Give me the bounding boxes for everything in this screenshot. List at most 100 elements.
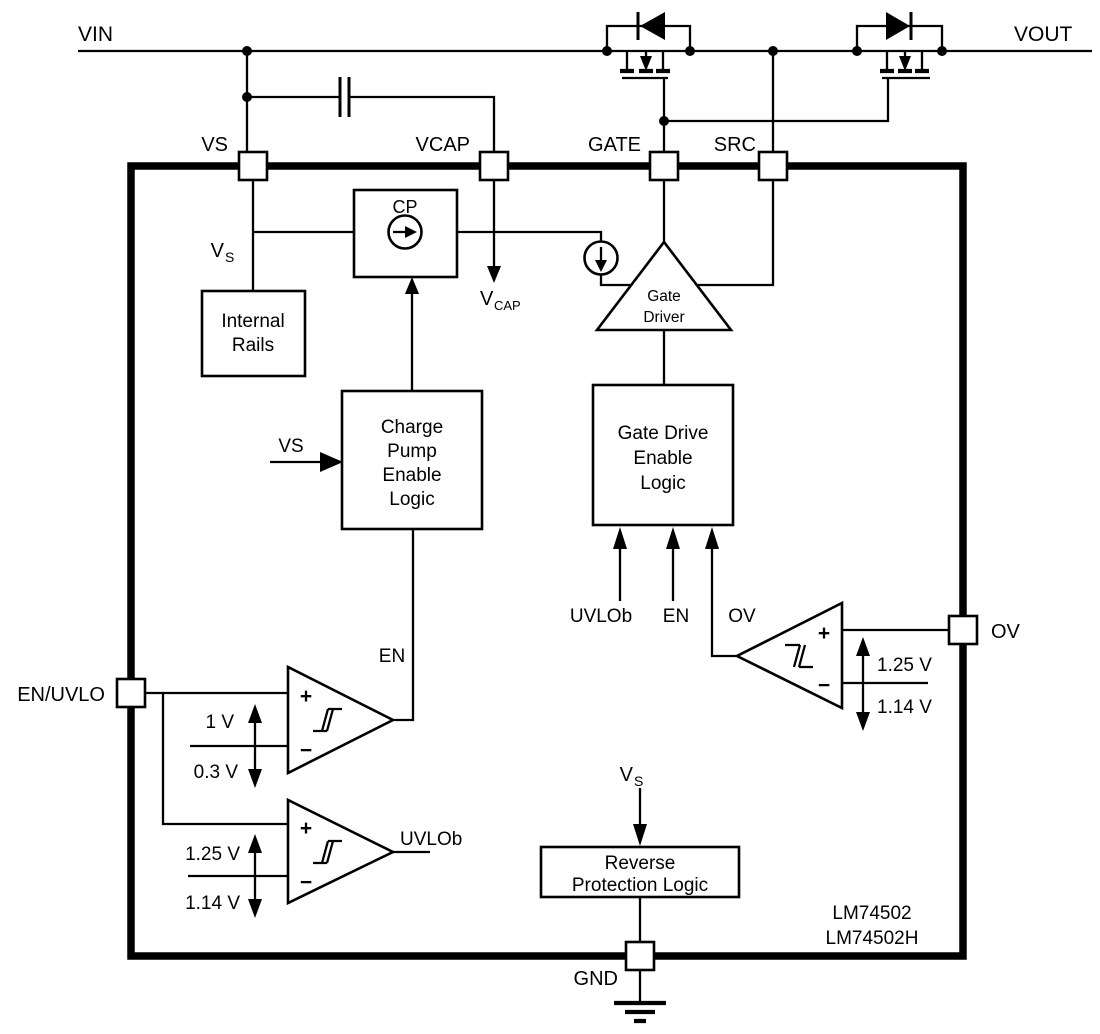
ov-comparator [734, 600, 844, 711]
q1-diode-icon [640, 12, 665, 40]
ov-comp-minus-sign: − [818, 674, 830, 697]
uvlo-rising-threshold-label: 1.25 V [185, 844, 240, 865]
cp-current-source-arrowhead-icon [405, 226, 417, 238]
ov-falling-arrowhead-icon [856, 712, 870, 731]
ground-symbol-icon [614, 1000, 666, 1024]
gate-link-wire [662, 78, 890, 152]
threshold-arrows [248, 637, 870, 918]
capacitor-icon [338, 77, 351, 117]
cpel-label-4: Logic [389, 489, 434, 510]
gate-drive-enable-block [591, 383, 735, 527]
gdel-label-2: Enable [633, 448, 692, 469]
en-comp-minus-sign: − [300, 739, 312, 762]
gate-pin [648, 150, 680, 182]
reverse-protection-label-2: Protection Logic [572, 875, 708, 896]
uvlo-rising-arrowhead-icon [248, 834, 262, 853]
q1-body-arrow-icon [640, 56, 652, 71]
vs-input-arrowhead-icon [320, 452, 343, 472]
src-pin-to-driver-wire [697, 180, 775, 287]
vcap-arrowhead-icon [487, 266, 501, 283]
cpel-label-2: Pump [387, 441, 437, 462]
gdel-en-arrowhead-icon [666, 527, 680, 549]
gdel-label-3: Logic [640, 473, 685, 494]
vout-label: VOUT [1014, 23, 1073, 46]
reverse-protection-label-1: Reverse [605, 853, 676, 874]
mosfet-q1 [605, 12, 692, 121]
src-pin [757, 150, 789, 182]
ov-pin-label: OV [991, 621, 1021, 643]
gnd-pin [624, 940, 656, 972]
part-number-2: LM74502H [826, 928, 919, 949]
uvlo-comparator [286, 797, 396, 906]
gdel-uvlob-input-label: UVLOb [570, 606, 632, 627]
src-pin-label: SRC [714, 134, 756, 156]
charge-pump-enable-block [340, 389, 484, 531]
gate-driver-block [594, 239, 734, 332]
en-uvlo-pin-label: EN/UVLO [17, 684, 105, 706]
vcap-signal-sub: CAP [494, 298, 521, 313]
en-net-label: EN [379, 646, 405, 667]
ov-rising-threshold-label: 1.25 V [877, 655, 932, 676]
gdel-ov-arrowhead-icon [705, 527, 719, 549]
uvlo-falling-threshold-label: 1.14 V [185, 893, 240, 914]
vcap-branch-wire [247, 95, 496, 152]
en-falling-arrowhead-icon [248, 769, 262, 788]
vcap-pin [478, 150, 510, 182]
vs-pin [237, 150, 269, 182]
internal-wiring [145, 180, 949, 1024]
vs-bottom-signal-sub: S [634, 773, 643, 789]
ov-falling-threshold-label: 1.14 V [877, 697, 932, 718]
external-wiring [78, 49, 1092, 152]
gdel-input-shafts [618, 547, 675, 601]
uvlo-comp-minus-sign: − [300, 871, 312, 894]
en-comp-plus-sign: + [300, 685, 312, 708]
vs-to-reverse-logic-arrowhead-icon [633, 824, 647, 846]
q2-body-arrow-icon [899, 56, 911, 71]
gdel-uvlob-arrowhead-icon [613, 527, 627, 549]
q2-diode-icon [886, 12, 910, 40]
en-rising-threshold-label: 1 V [205, 712, 234, 733]
ov-comp-plus-sign: + [818, 622, 830, 645]
gate-driver-label-2: Driver [643, 309, 684, 326]
ov-net-wire [710, 546, 737, 658]
gdel-en-input-label: EN [663, 606, 689, 627]
cp-block-label: CP [392, 197, 417, 217]
internal-rails-label-1: Internal [221, 311, 284, 332]
cp-enable-arrowhead-icon [405, 277, 419, 294]
vs-bottom-signal-label: V [620, 764, 634, 786]
cpel-label-1: Charge [381, 417, 443, 438]
en-comparator [286, 664, 396, 776]
hysteresis-icon [785, 643, 813, 669]
en-uvlo-pin [115, 677, 147, 709]
gdel-label-1: Gate Drive [618, 423, 709, 444]
chip-outline [127, 162, 967, 960]
en-net-wire [393, 529, 415, 722]
gdel-ov-input-label: OV [728, 606, 756, 627]
reverse-protection-block [539, 845, 741, 899]
vs-pin-label: VS [201, 134, 228, 156]
uvlob-net-label: UVLOb [400, 829, 462, 850]
ov-pin [947, 614, 979, 646]
gnd-pin-label: GND [574, 968, 618, 990]
part-number-1: LM74502 [832, 903, 911, 924]
internal-rails-label-2: Rails [232, 335, 274, 356]
uvlo-comp-plus-sign: + [300, 817, 312, 840]
mosfet-q2 [855, 12, 944, 80]
uvlo-falling-arrowhead-icon [248, 899, 262, 918]
hysteresis-icon [313, 839, 342, 865]
en-uvlo-input-wires [145, 691, 288, 878]
q1-gate [622, 76, 668, 121]
junction-dots [242, 46, 947, 126]
en-falling-threshold-label: 0.3 V [194, 762, 239, 783]
hysteresis-icon [313, 707, 342, 733]
gate-pin-label: GATE [588, 134, 641, 156]
vs-signal-label: V [211, 240, 225, 262]
cpel-label-3: Enable [382, 465, 441, 486]
en-rising-arrowhead-icon [248, 704, 262, 723]
ov-comp-wires [842, 628, 949, 685]
ov-rising-arrowhead-icon [856, 637, 870, 656]
vs-signal-sub: S [225, 249, 234, 265]
gate-driver-label-1: Gate [647, 288, 681, 305]
